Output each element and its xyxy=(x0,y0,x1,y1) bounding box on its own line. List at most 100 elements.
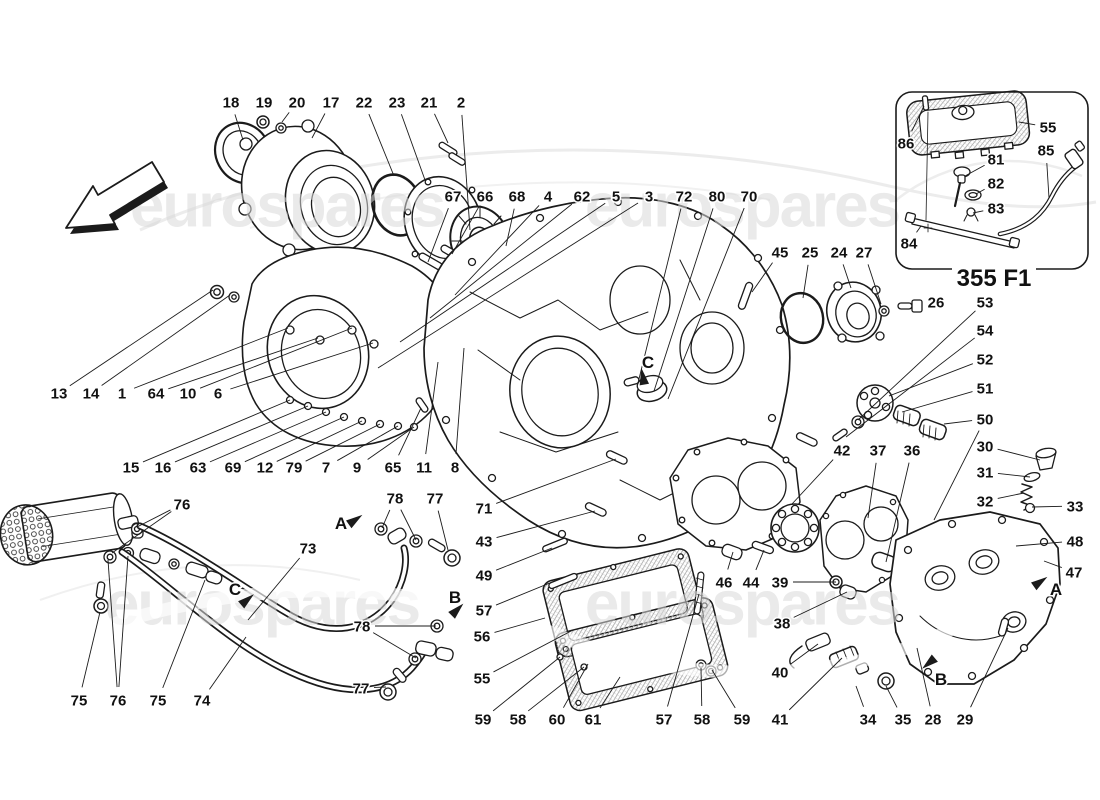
leader-line xyxy=(1031,505,1063,508)
part-number-label: 59 xyxy=(734,712,751,729)
part-number-label: 48 xyxy=(1067,534,1084,551)
leader-line xyxy=(247,557,301,621)
leader-line xyxy=(667,593,700,707)
part-number-label: 76 xyxy=(110,693,127,710)
part-number-label: 75 xyxy=(71,693,88,710)
leader-line xyxy=(451,207,479,255)
leader-line xyxy=(970,627,1009,708)
leader-line xyxy=(495,547,553,571)
leader-line xyxy=(885,462,910,563)
part-number-label: 26 xyxy=(928,295,945,312)
leader-line xyxy=(867,462,877,519)
part-number-label: 33 xyxy=(1067,499,1084,516)
leader-line xyxy=(230,342,374,390)
leader-line xyxy=(101,294,231,386)
leader-line xyxy=(162,579,206,689)
leader-line xyxy=(305,423,381,462)
view-letter-label: C xyxy=(229,580,241,599)
part-number-label: 1 xyxy=(118,386,126,403)
leader-line xyxy=(429,203,573,319)
watermark-text: eurospares xyxy=(130,171,444,240)
leader-line xyxy=(997,492,1025,499)
leader-line xyxy=(885,685,898,708)
leader-line xyxy=(1046,162,1050,199)
leader-line xyxy=(69,289,214,387)
part-number-label: 82 xyxy=(988,176,1005,193)
leader-line xyxy=(425,361,439,455)
part-number-label: 58 xyxy=(694,712,711,729)
part-number-label: 2 xyxy=(457,95,465,112)
leader-line xyxy=(916,225,922,233)
inset-title-backdrop xyxy=(952,258,1036,282)
leader-line xyxy=(637,208,682,384)
part-number-label: 46 xyxy=(716,575,733,592)
leader-line xyxy=(495,577,563,606)
part-number-label: 32 xyxy=(977,494,994,511)
part-number-label: 9 xyxy=(353,460,361,477)
part-number-label: 41 xyxy=(772,712,789,729)
leader-line xyxy=(700,667,703,707)
leader-line xyxy=(1018,121,1036,126)
view-letter-label: C xyxy=(642,353,654,372)
part-number-label: 35 xyxy=(895,712,912,729)
part-number-label: 44 xyxy=(743,575,760,592)
part-number-label: 43 xyxy=(476,534,493,551)
leader-line xyxy=(174,405,309,463)
part-number-label: 59 xyxy=(475,712,492,729)
part-number-label: 60 xyxy=(549,712,566,729)
leader-line xyxy=(437,510,449,551)
leader-line xyxy=(454,205,540,296)
part-number-label: 8 xyxy=(451,460,459,477)
part-number-label: 75 xyxy=(150,693,167,710)
leader-line xyxy=(972,210,984,214)
view-letter-label: A xyxy=(1050,580,1062,599)
leader-line xyxy=(791,459,834,505)
leader-line xyxy=(455,347,465,455)
part-number-label: 81 xyxy=(988,152,1005,169)
leader-line xyxy=(311,113,326,139)
leader-line xyxy=(377,202,639,369)
part-number-label: 31 xyxy=(977,465,994,482)
leader-line xyxy=(1015,541,1063,547)
part-number-label: 5 xyxy=(612,189,620,206)
leader-line xyxy=(793,591,848,618)
leader-line xyxy=(368,113,395,177)
leader-line xyxy=(400,114,426,181)
part-number-label: 34 xyxy=(860,712,877,729)
leader-line xyxy=(975,188,985,195)
leader-line xyxy=(711,669,736,709)
leader-line xyxy=(493,629,574,673)
leader-line xyxy=(399,202,606,343)
view-direction-arrow-icon xyxy=(922,654,938,669)
leader-line xyxy=(427,207,449,263)
part-number-label: 17 xyxy=(323,95,340,112)
leader-line xyxy=(494,617,546,633)
leader-line xyxy=(842,264,852,289)
part-number-label: 77 xyxy=(353,681,370,698)
leader-line xyxy=(888,363,974,397)
leader-line xyxy=(118,555,129,688)
part-number-label: 63 xyxy=(190,460,207,477)
leader-line xyxy=(81,611,101,688)
part-number-label: 42 xyxy=(834,443,851,460)
part-number-label: 53 xyxy=(977,295,994,312)
leader-line xyxy=(911,105,925,132)
part-number-label: 76 xyxy=(174,497,191,514)
leader-line xyxy=(496,458,617,504)
watermark-text: eurospares xyxy=(105,569,419,638)
watermark-layer: eurospareseurospareseurospareseurospares xyxy=(105,171,901,638)
part-number-label: 14 xyxy=(83,386,100,403)
leader-line xyxy=(755,549,765,571)
leader-line xyxy=(1043,560,1062,568)
part-number-label: 16 xyxy=(155,460,172,477)
part-number-label: 40 xyxy=(772,665,789,682)
leader-line xyxy=(276,420,363,462)
leader-line xyxy=(367,426,415,460)
part-number-label: 77 xyxy=(427,491,444,508)
leader-line xyxy=(751,262,773,293)
watermark-text: eurospares xyxy=(585,171,899,240)
part-number-label: 50 xyxy=(977,412,994,429)
view-direction-arrow-icon xyxy=(639,368,650,386)
view-direction-arrow-icon xyxy=(1031,576,1048,591)
